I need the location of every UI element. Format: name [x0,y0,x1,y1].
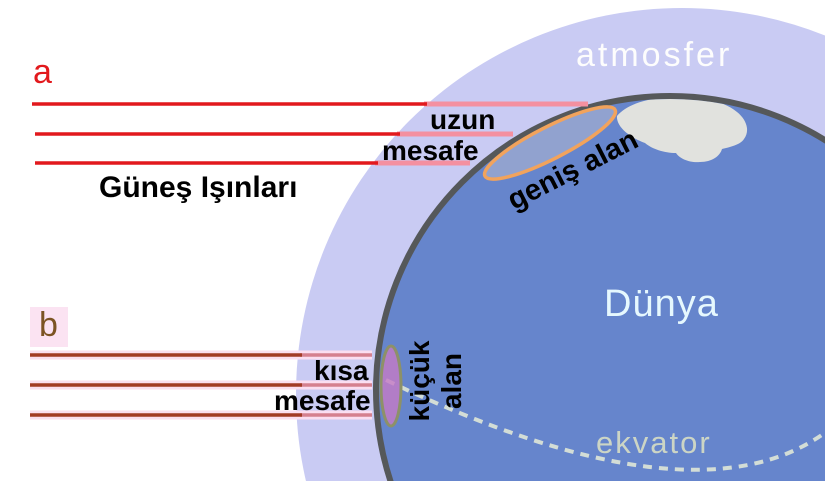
polar-cap-shape [616,99,748,163]
wide-area-ellipse [482,105,618,181]
short-distance-label-line2: mesafe [274,385,371,416]
ray-group-b-label: b [30,307,68,347]
small-area-label-line1: küçük [404,340,435,422]
sun-rays-label: Güneş Işınları [99,171,298,204]
equator-dashed-line [385,378,825,472]
equator-label: ekvator [596,425,712,460]
small-area-ellipse [379,344,403,428]
small-area-label: küçük alan [404,335,468,427]
small-area-label-line2: alan [436,352,467,410]
ray-group-a-label: a [33,53,52,91]
short-distance-label-line1: kısa [314,355,369,386]
long-distance-label-line2: mesafe [382,135,479,166]
earth-label: Dünya [604,283,719,325]
long-distance-label-line1: uzun [430,104,496,135]
atmosphere-label: atmosfer [576,36,733,74]
earth-circle [373,93,825,481]
